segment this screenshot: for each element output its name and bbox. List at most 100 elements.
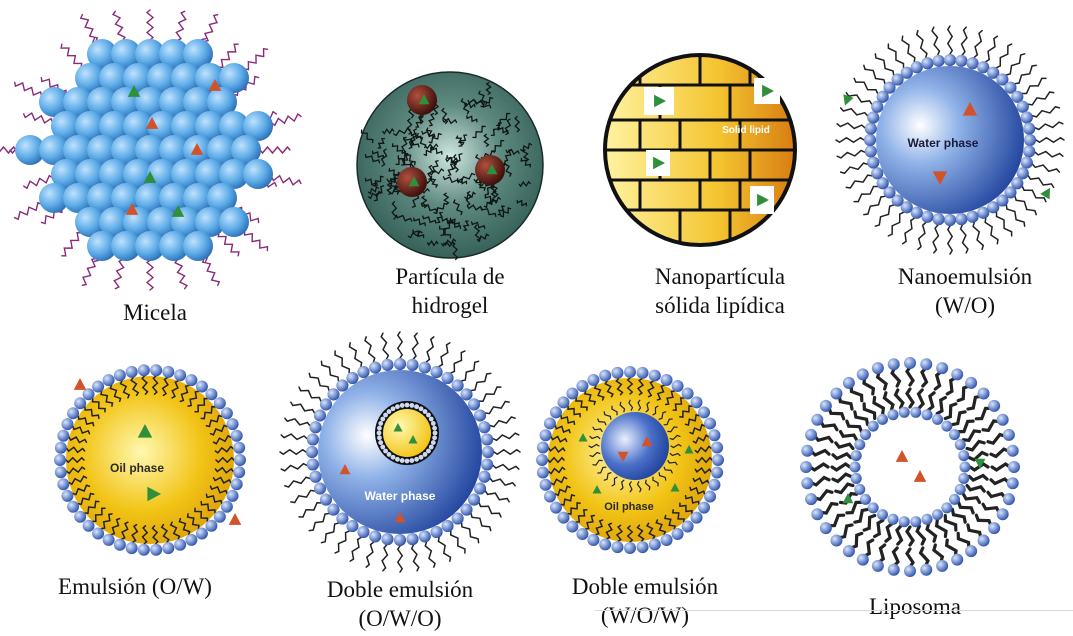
surfactant-head	[231, 430, 243, 442]
lipid-tail	[874, 398, 883, 414]
surfactant-tail	[841, 108, 868, 116]
surfactant-head	[1024, 134, 1036, 146]
surfactant-tail	[309, 373, 329, 390]
surfactant-head	[214, 397, 226, 409]
surfactant-tail	[291, 490, 315, 502]
lipid-tail	[864, 404, 875, 419]
surfactant-head	[865, 145, 877, 157]
surfactant-head	[380, 417, 385, 422]
surfactant-head	[967, 211, 979, 223]
micelle-sphere	[183, 231, 213, 261]
micelle-tail	[175, 260, 187, 289]
surfactant-head	[587, 534, 599, 546]
surfactant-tail	[1006, 205, 1024, 226]
lipid-tail	[969, 453, 987, 460]
lipid-tail	[969, 476, 987, 481]
lipid-head	[949, 494, 960, 505]
micelle-tail	[245, 231, 268, 251]
surfactant-head	[205, 520, 217, 532]
surfactant-head	[921, 57, 933, 69]
lipid-tail	[833, 454, 851, 459]
surfactant-tail	[439, 343, 450, 367]
surfactant-head	[57, 478, 69, 490]
surfactant-head	[698, 406, 710, 418]
surfactant-tail	[382, 545, 387, 571]
lipid-head	[860, 429, 871, 440]
surfactant-head	[126, 542, 138, 554]
lipid-tail	[815, 491, 832, 499]
surfactant-tail	[493, 433, 519, 440]
lipid-head	[830, 387, 842, 399]
surfactant-head	[378, 440, 383, 445]
surfactant-tail	[974, 31, 982, 58]
lipid-tail	[829, 408, 844, 419]
micelle-tail	[245, 49, 268, 70]
surfactant-head	[711, 467, 723, 479]
lipid-tail	[811, 451, 829, 456]
surfactant-head	[864, 134, 876, 146]
surfactant-head	[92, 380, 104, 392]
surfactant-tail	[381, 333, 388, 359]
lipid-tail	[821, 422, 837, 430]
surfactant-tail	[962, 27, 967, 55]
surfactant-tail	[291, 402, 315, 413]
lipid-head	[1003, 429, 1015, 441]
lipid-head	[877, 509, 888, 520]
surfactant-head	[387, 452, 392, 457]
surfactant-head	[327, 504, 339, 516]
surfactant-head	[205, 388, 217, 400]
lipid-tail	[886, 524, 892, 541]
caption-line: Micela	[80, 298, 230, 327]
surfactant-head	[955, 213, 967, 225]
lipid-head	[910, 407, 921, 418]
lipid-tail	[855, 412, 868, 425]
surfactant-head	[221, 407, 233, 419]
surfactant-head	[955, 55, 967, 67]
surfactant-head	[624, 366, 636, 378]
surfactant-head	[867, 111, 879, 123]
lipid-tail	[959, 421, 974, 432]
lipid-tail	[907, 527, 913, 545]
surfactant-head	[481, 433, 493, 445]
micelle-tail	[62, 233, 81, 256]
surfactant-head	[162, 366, 174, 378]
micelle-tail	[272, 114, 301, 125]
surfactant-tail	[1028, 176, 1053, 188]
inner-label: Solid lipid	[722, 125, 770, 136]
surfactant-head	[576, 528, 588, 540]
lipid-head	[850, 462, 861, 473]
surfactant-tail	[973, 223, 983, 250]
lipid-head	[910, 516, 921, 527]
caption-doble-wow: Doble emulsión (W/O/W)	[545, 572, 745, 630]
surfactant-head	[357, 526, 369, 538]
micelle-tail	[81, 15, 98, 42]
lipid-head	[1003, 493, 1015, 505]
inner-label: Oil phase	[604, 501, 654, 513]
surfactant-head	[196, 380, 208, 392]
surfactant-head	[1021, 111, 1033, 123]
lipid-tail	[879, 545, 885, 562]
lipid-head	[872, 362, 884, 374]
surfactant-head	[306, 446, 318, 458]
surfactant-head	[383, 413, 388, 418]
lipid-head	[1008, 461, 1020, 473]
lipid-head	[988, 400, 1000, 412]
lipid-head	[868, 421, 879, 432]
surfactant-tail	[888, 44, 903, 68]
lipid-tail	[897, 526, 902, 544]
caption-line: (O/W/O)	[300, 604, 500, 633]
surfactant-tail	[335, 351, 349, 373]
lipid-head	[978, 535, 990, 547]
surfactant-head	[405, 459, 410, 464]
caption-line: Nanopartícula	[615, 262, 825, 291]
lipid-tail	[815, 436, 832, 442]
lipid-head	[857, 554, 869, 566]
surfactant-tail	[471, 514, 491, 531]
surfactant-head	[55, 442, 67, 454]
surfactant-head	[394, 534, 406, 546]
surfactant-head	[57, 430, 69, 442]
lipid-tail	[934, 545, 942, 562]
surfactant-tail	[350, 538, 361, 562]
lipid-head	[888, 358, 900, 370]
surfactant-head	[314, 409, 326, 421]
